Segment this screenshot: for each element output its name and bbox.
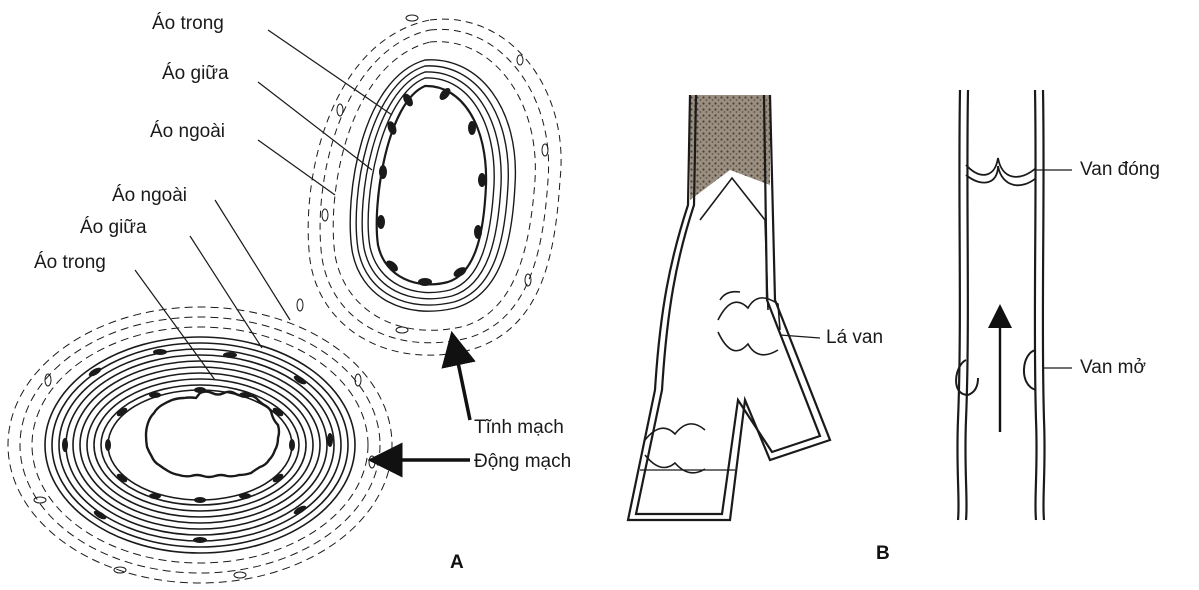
artery-cross-section [8, 299, 392, 583]
straight-vein [956, 90, 1044, 520]
vein-arrow [455, 348, 470, 420]
leaflet-label: Lá van [826, 328, 883, 347]
artery-adventitia-label: Áo ngoài [112, 186, 187, 205]
vein-intima-label: Áo trong [152, 14, 224, 33]
panel-a-letter: A [450, 553, 464, 572]
artery-media-label: Áo giữa [80, 218, 147, 237]
panel-b-letter: B [876, 544, 890, 563]
artery-name-label: Động mạch [474, 452, 571, 471]
valve-open-label: Van mở [1080, 358, 1146, 377]
artery-intima-label: Áo trong [34, 253, 106, 272]
vein-name-label: Tĩnh mạch [474, 418, 564, 437]
branched-vein [628, 95, 830, 520]
vein-media-label: Áo giữa [162, 64, 229, 83]
vein-cross-section [308, 15, 561, 355]
leaflet-leader-line [780, 335, 820, 338]
vein-adventitia-label: Áo ngoài [150, 122, 225, 141]
valve-closed-label: Van đóng [1080, 160, 1160, 179]
